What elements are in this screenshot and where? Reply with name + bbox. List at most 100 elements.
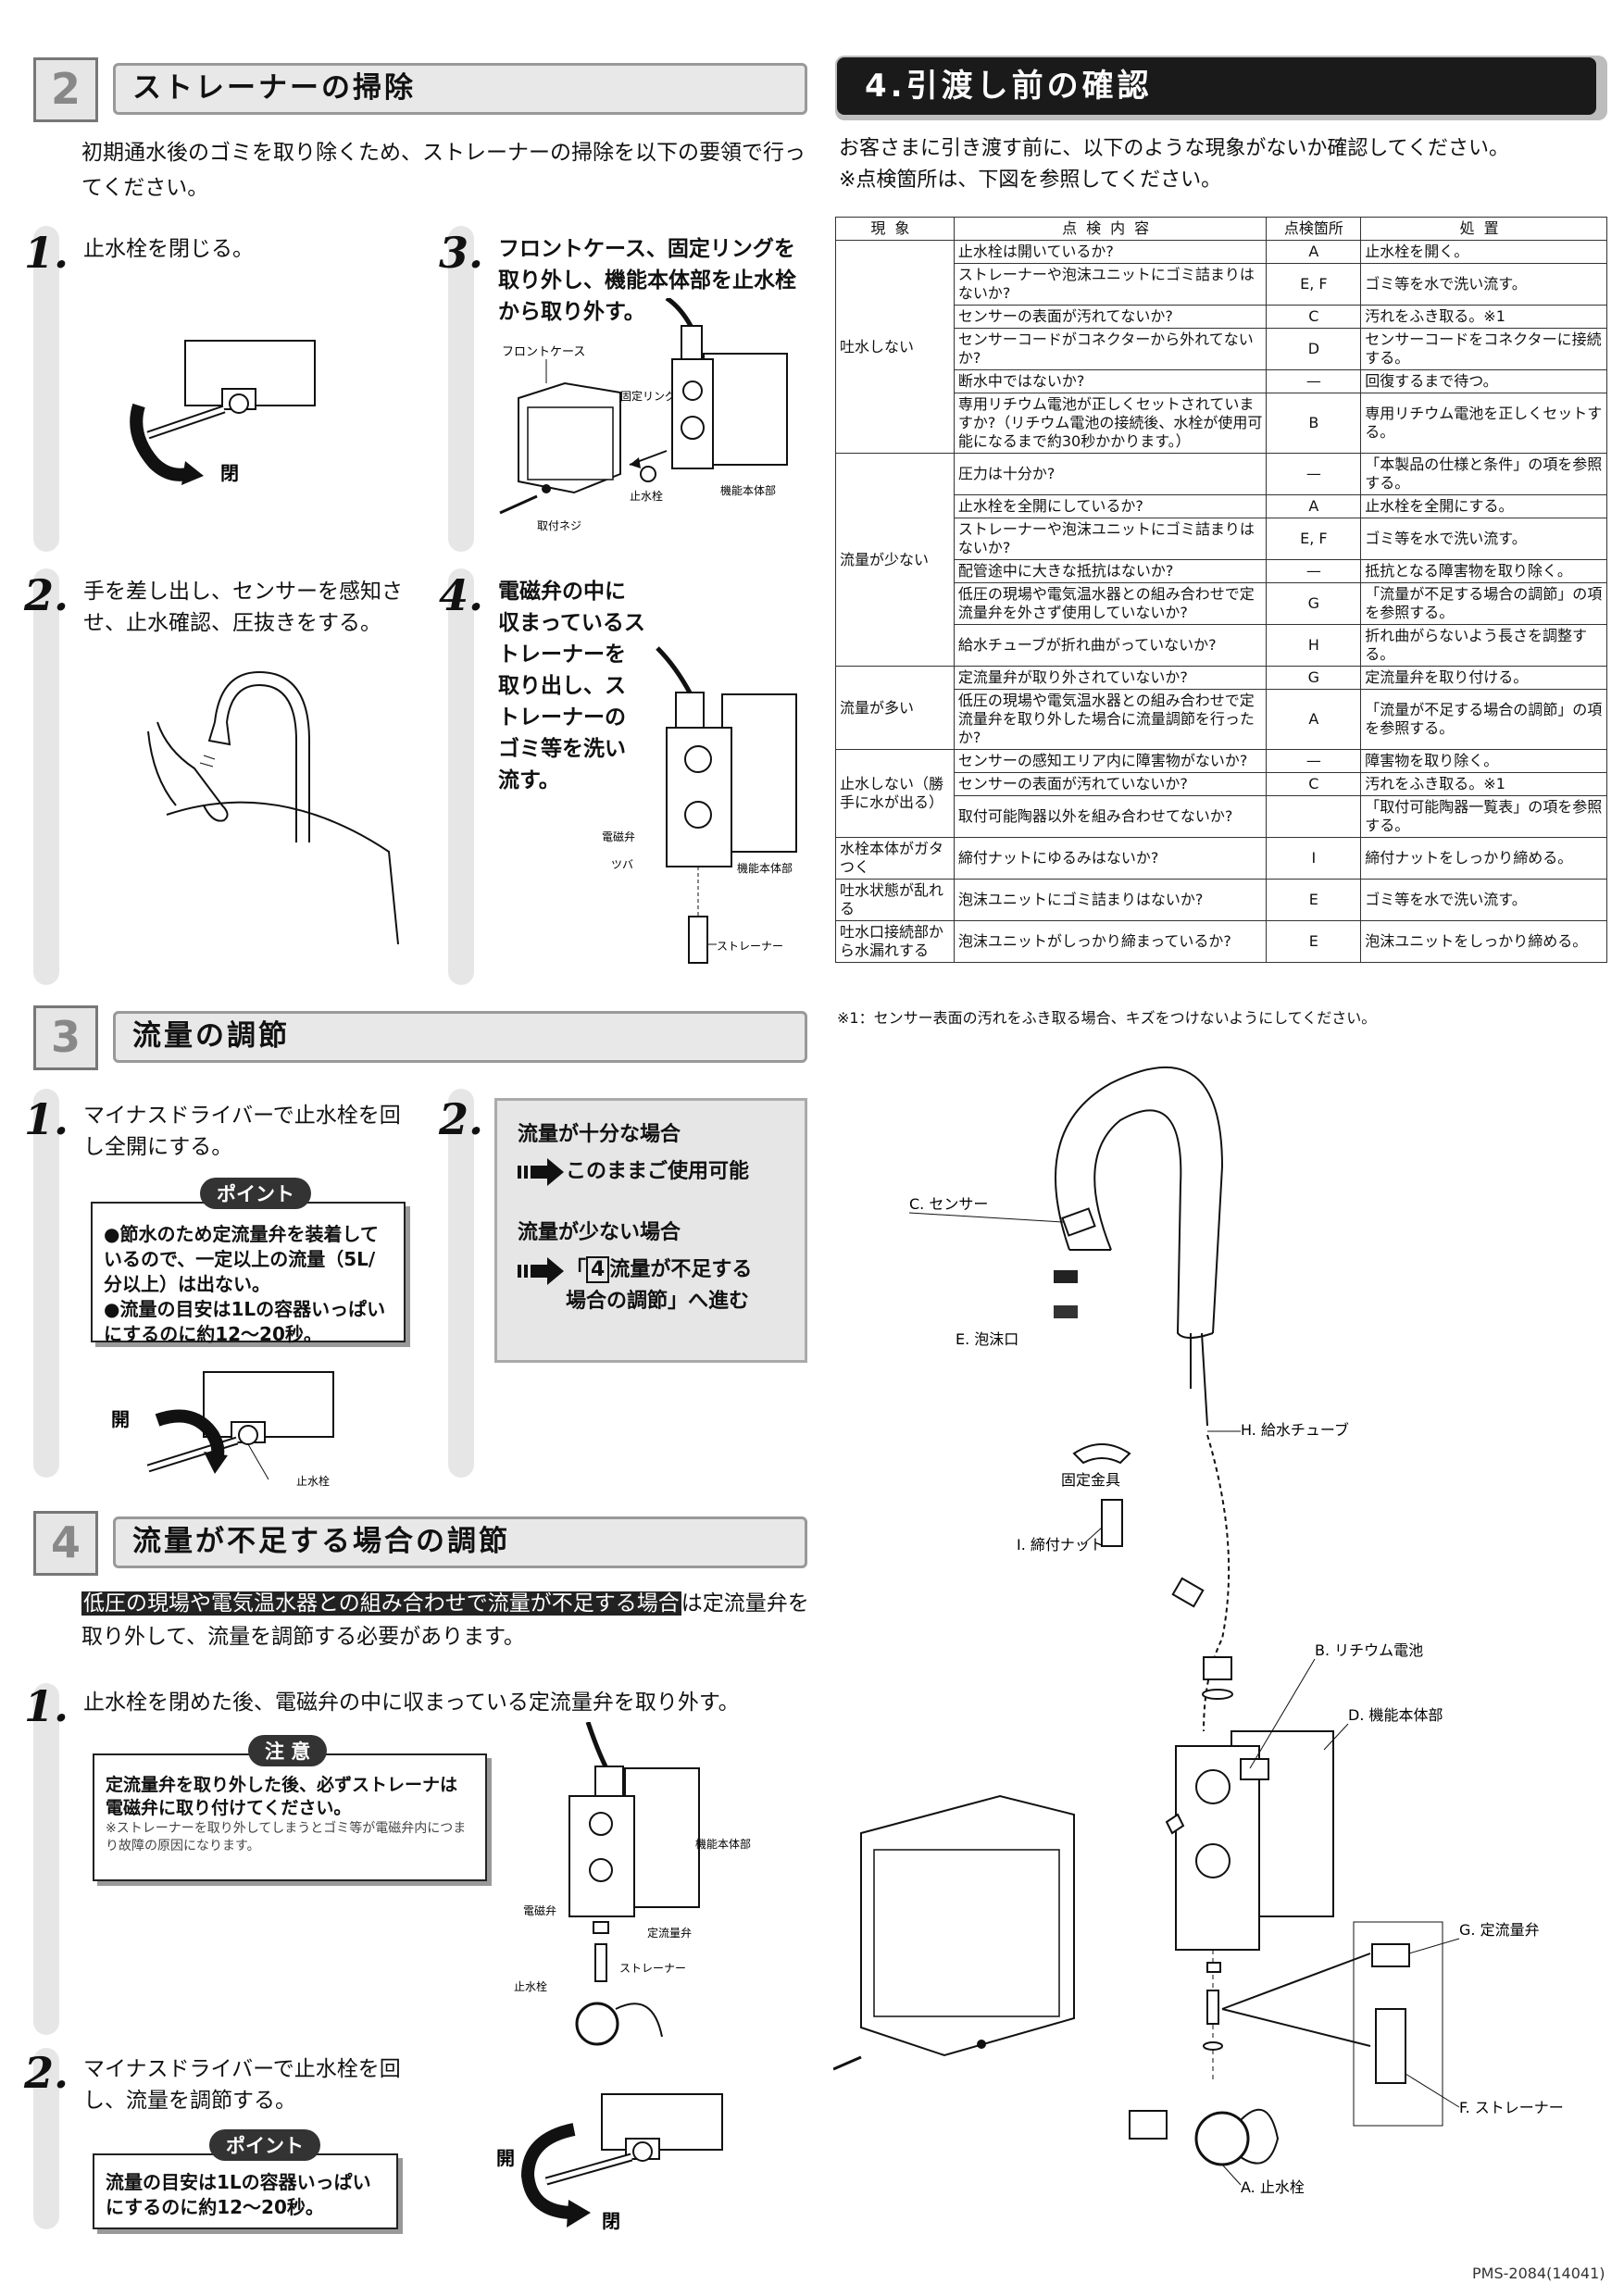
location-cell: [1266, 795, 1362, 838]
point-box: 流量の目安は1Lの容器いっぱいにするのに約12〜20秒。: [93, 2153, 398, 2229]
point-tag: ポイント: [209, 2129, 320, 2161]
ring-label: 固定リング: [620, 389, 676, 403]
check-cell: 泡沫ユニットにゴミ詰まりはないか?: [953, 879, 1268, 921]
check-cell: ストレーナーや泡沫ユニットにゴミ詰まりはないか?: [953, 263, 1268, 306]
check-cell: センサーの感知エリア内に障害物がないか?: [953, 749, 1268, 773]
cfv-label: 定流量弁: [647, 1926, 692, 1940]
step-text: 手を差し出し、センサーを感知させ、止水確認、圧抜きをする。: [83, 580, 403, 635]
caution-box: 定流量弁を取り外した後、必ずストレーナは電磁弁に取り付けてください。 ※ストレー…: [93, 1753, 487, 1881]
strainer-removal-illustration: 電磁弁 ツバ 機能本体部 ストレーナー: [602, 646, 797, 964]
case-label: 流量が少ない場合: [518, 1221, 681, 1244]
cfv-label: G. 定流量弁: [1459, 1921, 1540, 1939]
action-cell: 折れ曲がらないよう長さを調整する。: [1360, 624, 1607, 667]
action-cell: 泡沫ユニットをしっかり締める。: [1360, 920, 1607, 963]
location-cell: H: [1266, 624, 1362, 667]
location-cell: E: [1266, 920, 1362, 963]
action-cell: 専用リチウム電池を正しくセットする。: [1360, 393, 1607, 454]
check-cell: 給水チューブが折れ曲がっていないか?: [953, 624, 1268, 667]
step-number: 1.: [24, 1681, 69, 1731]
nut-label: I. 締付ナット: [1017, 1536, 1105, 1554]
action-cell: 「本製品の仕様と条件」の項を参照する。: [1360, 453, 1607, 495]
phenomenon-cell: 吐水口接続部から水漏れする: [835, 920, 955, 963]
screw-label: 取付ネジ: [537, 519, 581, 532]
check-cell: 止水栓を全開にしているか?: [953, 494, 1268, 518]
step-text: フロントケース、固定リングを取り外し、機能本体部を止水栓から取り外す。: [498, 237, 796, 324]
aerator-label: E. 泡沫口: [956, 1330, 1018, 1348]
section-title: ストレーナーの掃除: [113, 63, 807, 115]
step-number: 2.: [439, 1094, 484, 1144]
action-cell: 回復するまで待つ。: [1360, 369, 1607, 393]
table-row: 断水中ではないか?—回復するまで待つ。: [836, 369, 1607, 393]
location-cell: D: [1266, 328, 1362, 370]
section-number: 4: [33, 1511, 98, 1576]
action-cell: ゴミ等を水で洗い流す。: [1360, 879, 1607, 921]
location-cell: A: [1266, 494, 1362, 518]
check-cell: 泡沫ユニットがしっかり締まっているか?: [953, 920, 1268, 963]
table-row: 低圧の現場や電気温水器との組み合わせで定流量弁を外さず使用していないか?G「流量…: [836, 582, 1607, 625]
phenomenon-cell: 流量が少ない: [835, 453, 955, 667]
action-cell: 障害物を取り除く。: [1360, 749, 1607, 773]
caution-text: 定流量弁を取り外した後、必ずストレーナは電磁弁に取り付けてください。: [106, 1775, 458, 1818]
step-text: 電磁弁の中に収まっているストレーナーを取り出し、ストレーナーのゴミ等を洗い流す。: [498, 580, 645, 792]
check-cell: センサーの表面が汚れてないか?: [953, 305, 1268, 329]
tube-label: H. 給水チューブ: [1241, 1421, 1349, 1439]
caution-note: ※ストレーナーを取り外してしまうとゴミ等が電磁弁内につまり故障の原因になります。: [106, 1821, 467, 1853]
check-cell: 定流量弁が取り外されていないか?: [953, 666, 1268, 690]
arrow-right-icon: [518, 1158, 566, 1186]
strainer-label: ストレーナー: [619, 1962, 686, 1975]
step-number: 1.: [24, 1094, 69, 1144]
body-label: 機能本体部: [720, 483, 776, 497]
table-row: 取付可能陶器以外を組み合わせてないか?「取付可能陶器一覧表」の項を参照する。: [836, 795, 1607, 838]
section-ref: 4: [586, 1256, 610, 1283]
location-cell: C: [1266, 772, 1362, 796]
open-label: 開: [111, 1408, 130, 1430]
check-cell: 配管途中に大きな抵抗はないか?: [953, 559, 1268, 583]
strainer-label: F. ストレーナー: [1459, 2099, 1564, 2116]
flange-label: ツバ: [611, 858, 633, 871]
location-cell: E, F: [1266, 518, 1362, 560]
phenomenon-cell: 水栓本体がガタつく: [835, 837, 955, 880]
check-cell: ストレーナーや泡沫ユニットにゴミ詰まりはないか?: [953, 518, 1268, 560]
cfv-removal-illustration: 機能本体部 電磁弁 定流量弁 ストレーナー 止水栓: [514, 1722, 751, 2046]
close-label: 閉: [220, 462, 239, 484]
case-label: 流量が十分な場合: [518, 1123, 681, 1146]
action-cell: 「取付可能陶器一覧表」の項を参照する。: [1360, 795, 1607, 838]
location-cell: A: [1266, 240, 1362, 264]
step-number: 4.: [439, 570, 484, 620]
caution-tag: 注 意: [248, 1735, 328, 1766]
solenoid-label: 電磁弁: [602, 830, 635, 843]
action-cell: 締付ナットをしっかり締める。: [1360, 837, 1607, 880]
hand-sensor-illustration: [147, 670, 399, 944]
valve-adjust-illustration: 開 閉: [496, 2093, 723, 2232]
point-text: 流量の目安は1Lの容器いっぱいにするのに約12〜20秒。: [106, 2171, 371, 2218]
solenoid-label: 電磁弁: [523, 1903, 556, 1917]
action-cell: ゴミ等を水で洗い流す。: [1360, 263, 1607, 306]
close-label: 閉: [602, 2210, 620, 2232]
section-intro: 低圧の現場や電気温水器との組み合わせで流量が不足する場合は定流量弁を取り外して、…: [81, 1587, 813, 1653]
step-text: マイナスドライバーで止水栓を回し、流量を調節する。: [83, 2057, 401, 2113]
location-cell: —: [1266, 453, 1362, 495]
action-cell: 止水栓を開く。: [1360, 240, 1607, 264]
step-text: 止水栓を閉めた後、電磁弁の中に収まっている定流量弁を取り外す。: [83, 1691, 740, 1715]
location-cell: —: [1266, 749, 1362, 773]
col-header: 現象: [835, 217, 955, 241]
front-case-label: フロントケース: [502, 345, 585, 359]
section-title: 流量が不足する場合の調節: [113, 1516, 807, 1568]
action-cell: 汚れをふき取る。※1: [1360, 305, 1607, 329]
arrow-right-icon: [518, 1257, 566, 1285]
action-cell: 「流量が不足する場合の調節」の項を参照する。: [1360, 582, 1607, 625]
phenomenon-cell: 吐水しない: [835, 240, 955, 454]
action-cell: ゴミ等を水で洗い流す。: [1360, 518, 1607, 560]
valve-label: 止水栓: [514, 1979, 547, 1993]
highlight-text: 低圧の現場や電気温水器との組み合わせで流量が不足する場合: [81, 1591, 681, 1616]
case-action: 場合の調節」へ進む: [566, 1290, 750, 1313]
section-title: 流量の調節: [113, 1011, 807, 1063]
bracket-label: 固定金具: [1061, 1471, 1120, 1489]
check-cell: 止水栓は開いているか?: [953, 240, 1268, 264]
valve-label: 止水栓: [296, 1474, 330, 1488]
exploded-diagram: C. センサー E. 泡沫口 H. 給水チューブ 固定金具 I. 締付ナット B…: [833, 1067, 1564, 2196]
